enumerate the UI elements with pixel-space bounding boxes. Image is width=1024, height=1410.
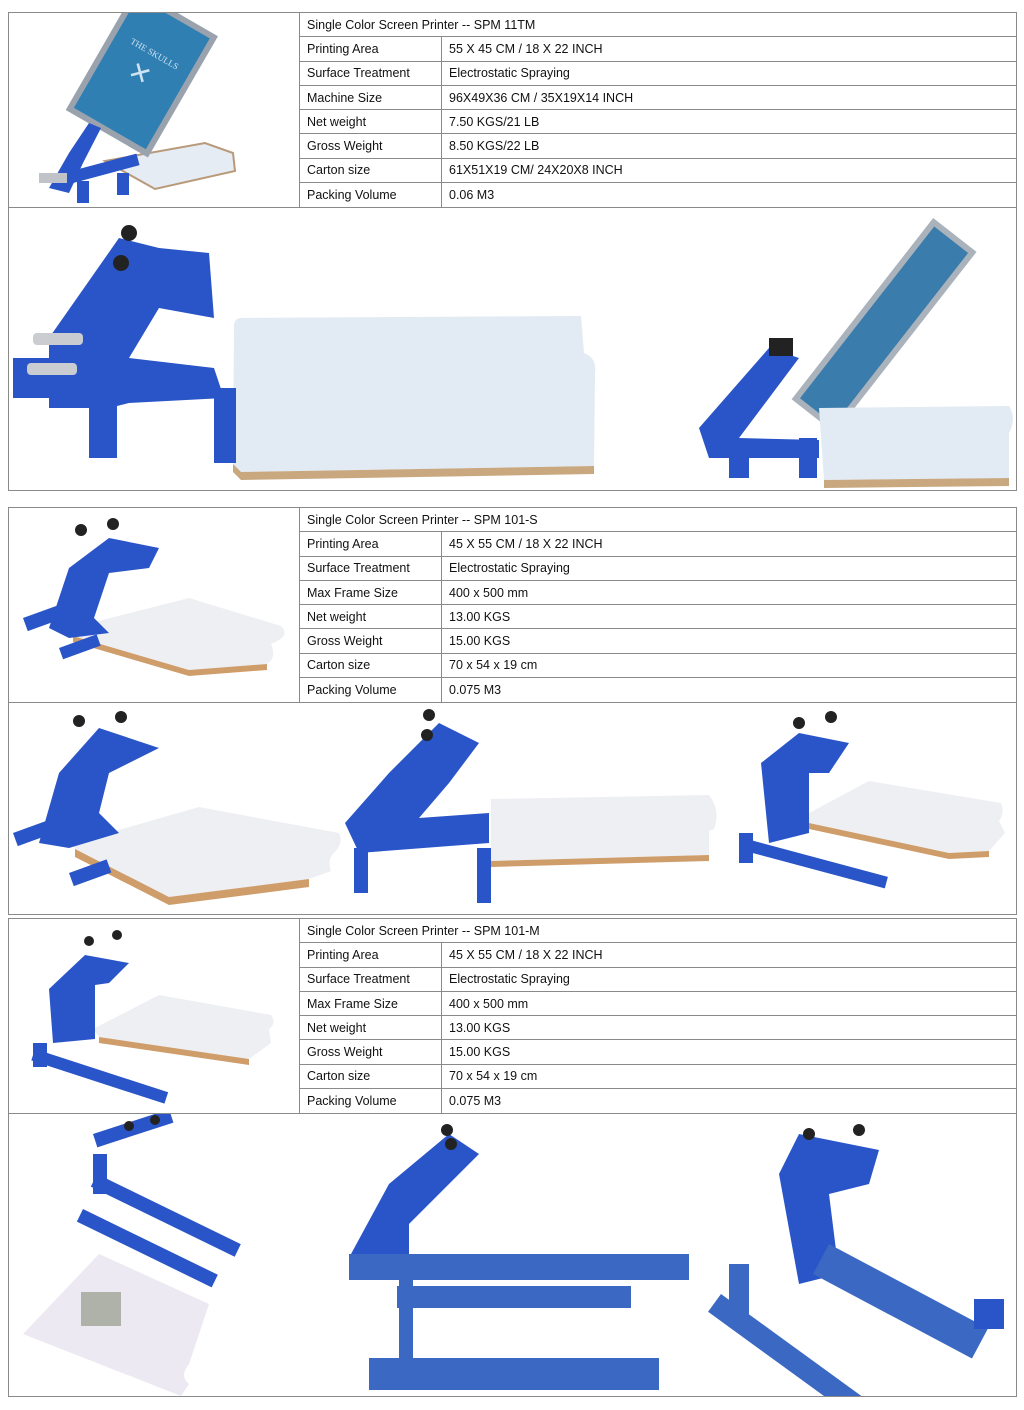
spec-label: Surface Treatment [300, 61, 442, 85]
product-photo-gallery [9, 702, 1016, 914]
spec-value: Electrostatic Spraying [449, 66, 570, 81]
spec-row: Surface Treatment Electrostatic Spraying [300, 967, 1016, 992]
product-photo-side-view [13, 225, 596, 480]
spec-label: Printing Area [300, 532, 442, 556]
spec-value: 70 x 54 x 19 cm [449, 658, 538, 673]
product-photo-angle-left [13, 711, 341, 905]
product-block-spm-101-s: Single Color Screen Printer -- SPM 101-S… [8, 507, 1017, 915]
spec-label: Surface Treatment [300, 556, 442, 580]
spec-row: Machine Size 96X49X36 CM / 35X19X14 INCH [300, 85, 1016, 111]
spec-title-row: Single Color Screen Printer -- SPM 101-M [300, 919, 1016, 944]
product-photo-disassembled [23, 1114, 241, 1396]
product-title: Single Color Screen Printer -- SPM 101-M [307, 923, 540, 938]
product-thumbnail-image [9, 508, 300, 702]
spec-value: 45 X 55 CM / 18 X 22 INCH [449, 947, 603, 962]
spec-label: Gross Weight [300, 629, 442, 653]
spec-label: Surface Treatment [300, 967, 442, 991]
spec-title-row: Single Color Screen Printer -- SPM 101-S [300, 508, 1016, 533]
spec-label: Packing Volume [300, 678, 442, 703]
product-photo-frame-raised [699, 218, 1013, 488]
spec-row: Packing Volume 0.075 M3 [300, 1089, 1016, 1114]
spec-value: 0.075 M3 [449, 1094, 502, 1109]
spec-row: Printing Area 45 X 55 CM / 18 X 22 INCH [300, 532, 1016, 557]
spec-value: 45 X 55 CM / 18 X 22 INCH [449, 536, 603, 551]
product-title: Single Color Screen Printer -- SPM 11TM [307, 17, 536, 32]
spec-label: Gross Weight [300, 1040, 442, 1064]
spec-label: Printing Area [300, 37, 442, 61]
product-thumbnail-image: THE SKULLS ✕ [9, 13, 300, 207]
spec-label: Max Frame Size [300, 580, 442, 605]
spec-label: Packing Volume [300, 183, 442, 208]
spec-table: Single Color Screen Printer -- SPM 11TM … [300, 13, 1016, 208]
spec-value: 400 x 500 mm [449, 996, 529, 1011]
spec-row: Gross Weight 15.00 KGS [300, 1040, 1016, 1065]
spec-row: Max Frame Size 400 x 500 mm [300, 991, 1016, 1017]
spec-value: 0.075 M3 [449, 683, 502, 698]
spec-value: 70 x 54 x 19 cm [449, 1069, 538, 1084]
spec-label: Net weight [300, 1016, 442, 1040]
spec-row: Surface Treatment Electrostatic Spraying [300, 556, 1016, 581]
spec-section: Single Color Screen Printer -- SPM 101-M… [9, 919, 1016, 1114]
spec-label: Machine Size [300, 85, 442, 110]
spec-section: Single Color Screen Printer -- SPM 101-S… [9, 508, 1016, 703]
spec-value: 0.06 M3 [449, 188, 495, 203]
spec-row: Packing Volume 0.075 M3 [300, 678, 1016, 703]
spec-value: 7.50 KGS/21 LB [449, 114, 540, 129]
spec-title-row: Single Color Screen Printer -- SPM 11TM [300, 13, 1016, 38]
spec-row: Surface Treatment Electrostatic Spraying [300, 61, 1016, 86]
spec-table: Single Color Screen Printer -- SPM 101-M… [300, 919, 1016, 1114]
spec-value: 61X51X19 CM/ 24X20X8 INCH [449, 163, 623, 178]
product-photo-frame-angle [708, 1124, 1004, 1396]
product-photo-front [739, 711, 1005, 889]
spec-row: Carton size 70 x 54 x 19 cm [300, 653, 1016, 679]
product-thumbnail-image [9, 919, 300, 1113]
spec-row: Net weight 13.00 KGS [300, 605, 1016, 630]
spec-row: Packing Volume 0.06 M3 [300, 183, 1016, 208]
spec-label: Carton size [300, 1064, 442, 1089]
spec-value: Electrostatic Spraying [449, 561, 570, 576]
spec-value: 15.00 KGS [449, 634, 511, 649]
product-photo-gallery [9, 1113, 1016, 1396]
spec-value: 400 x 500 mm [449, 585, 529, 600]
spec-label: Max Frame Size [300, 991, 442, 1016]
spec-row: Net weight 7.50 KGS/21 LB [300, 110, 1016, 135]
spec-value: 8.50 KGS/22 LB [449, 139, 540, 154]
spec-value: 13.00 KGS [449, 609, 511, 624]
spec-row: Carton size 61X51X19 CM/ 24X20X8 INCH [300, 158, 1016, 184]
spec-row: Net weight 13.00 KGS [300, 1016, 1016, 1041]
spec-value: Electrostatic Spraying [449, 972, 570, 987]
spec-label: Gross Weight [300, 134, 442, 158]
product-photo-frame-base [349, 1124, 689, 1390]
product-block-spm-11tm: THE SKULLS ✕ Single Color Screen Printer… [8, 12, 1017, 491]
product-block-spm-101-m: Single Color Screen Printer -- SPM 101-M… [8, 918, 1017, 1397]
spec-label: Packing Volume [300, 1089, 442, 1114]
spec-label: Carton size [300, 653, 442, 678]
spec-value: 55 X 45 CM / 18 X 22 INCH [449, 41, 603, 56]
spec-row: Carton size 70 x 54 x 19 cm [300, 1064, 1016, 1090]
spec-row: Gross Weight 8.50 KGS/22 LB [300, 134, 1016, 159]
spec-label: Carton size [300, 158, 442, 183]
spec-row: Gross Weight 15.00 KGS [300, 629, 1016, 654]
spec-label: Printing Area [300, 943, 442, 967]
product-photo-gallery [9, 207, 1016, 490]
spec-label: Net weight [300, 110, 442, 134]
product-photo-side [345, 709, 717, 903]
spec-table: Single Color Screen Printer -- SPM 101-S… [300, 508, 1016, 703]
spec-row: Printing Area 45 X 55 CM / 18 X 22 INCH [300, 943, 1016, 968]
spec-value: 15.00 KGS [449, 1045, 511, 1060]
spec-value: 96X49X36 CM / 35X19X14 INCH [449, 90, 634, 105]
spec-section: THE SKULLS ✕ Single Color Screen Printer… [9, 13, 1016, 208]
spec-label: Net weight [300, 605, 442, 629]
spec-value: 13.00 KGS [449, 1020, 511, 1035]
product-title: Single Color Screen Printer -- SPM 101-S [307, 512, 538, 527]
spec-row: Max Frame Size 400 x 500 mm [300, 580, 1016, 606]
spec-row: Printing Area 55 X 45 CM / 18 X 22 INCH [300, 37, 1016, 62]
